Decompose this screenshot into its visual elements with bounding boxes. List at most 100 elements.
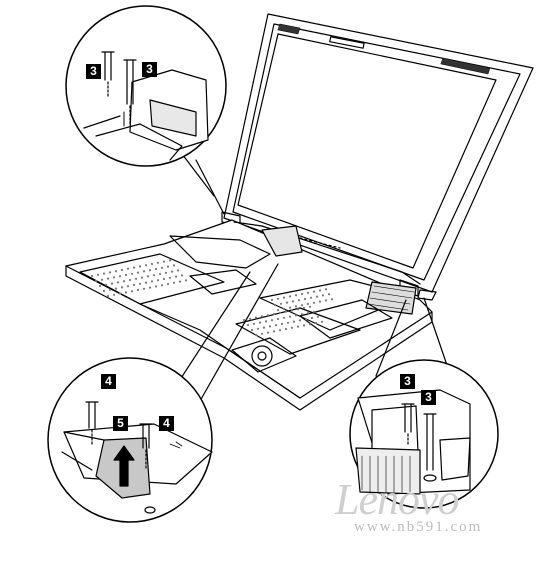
- grille-dot: [106, 277, 110, 280]
- grille-dot: [294, 305, 298, 308]
- grille-dot: [152, 274, 156, 277]
- grille-dot: [112, 276, 116, 279]
- grille-dot: [260, 315, 264, 318]
- grille-dot: [298, 319, 302, 322]
- grille-dot: [178, 280, 182, 283]
- grille-dot: [138, 265, 142, 268]
- grille-dot: [132, 283, 136, 287]
- grille-dot: [96, 273, 100, 276]
- grille-dot: [124, 291, 128, 294]
- grille-dot: [142, 270, 146, 273]
- grille-dot: [158, 272, 162, 276]
- grille-dot: [324, 299, 328, 302]
- display-lid: [221, 13, 534, 301]
- grille-dot: [126, 267, 130, 270]
- grille-dot: [276, 308, 280, 312]
- grille-dot: [312, 310, 316, 313]
- grille-dot: [118, 275, 122, 278]
- grille-dot: [156, 261, 160, 264]
- grille-dot: [118, 292, 122, 295]
- grille-dot: [138, 282, 142, 285]
- detail-inset-top-left: [65, 5, 227, 215]
- callout-badge: 3: [400, 374, 415, 389]
- grille-dot: [272, 312, 276, 316]
- grille-dot: [282, 307, 286, 310]
- grille-dot: [314, 321, 318, 325]
- callout-badge: 4: [159, 416, 174, 431]
- grille-dot: [284, 310, 288, 313]
- grille-dot: [250, 328, 254, 332]
- grille-dot: [280, 322, 284, 326]
- callout-badge: 3: [142, 62, 157, 77]
- grille-dot: [154, 267, 158, 271]
- grille-dot: [162, 277, 166, 281]
- grille-dot: [279, 302, 283, 305]
- grille-dot: [116, 281, 120, 284]
- grille-dot: [309, 296, 313, 299]
- grille-dot: [108, 288, 112, 291]
- grille-dot: [303, 297, 307, 301]
- grille-dot: [308, 323, 312, 326]
- grille-dot: [94, 279, 98, 283]
- grille-dot: [114, 270, 118, 273]
- grille-dot: [312, 290, 316, 293]
- grille-dot: [128, 278, 132, 282]
- grille-dot: [290, 309, 294, 312]
- grille-dot: [120, 268, 124, 272]
- grille-dot: [294, 294, 298, 297]
- grille-dot: [273, 303, 277, 307]
- grille-dot: [154, 285, 158, 288]
- grille-dot: [258, 321, 262, 324]
- grille-dot: [106, 294, 110, 298]
- grille-dot: [150, 262, 154, 266]
- detail-inset-bottom-right: [349, 297, 499, 509]
- grille-dot: [98, 284, 102, 288]
- grille-dot: [296, 308, 300, 311]
- grille-dot: [321, 294, 325, 297]
- grille-dot: [246, 323, 250, 327]
- grille-dot: [252, 322, 256, 325]
- grille-dot: [112, 293, 116, 296]
- grille-dot: [276, 317, 280, 321]
- grille-dot: [122, 280, 126, 283]
- watermark-logo: Lenovo: [335, 475, 460, 524]
- grille-dot: [297, 299, 301, 302]
- grille-dot: [278, 329, 282, 332]
- grille-dot: [284, 327, 288, 331]
- grille-dot: [168, 259, 172, 262]
- grille-dot: [282, 316, 286, 319]
- grille-dot: [310, 316, 314, 320]
- grille-dot: [130, 290, 134, 293]
- grille-dot: [254, 316, 258, 319]
- grille-dot: [170, 270, 174, 273]
- grille-dot: [126, 285, 130, 288]
- grille-dot: [132, 266, 136, 269]
- grille-dot: [162, 260, 166, 263]
- grille-dot: [90, 274, 94, 278]
- grille-dot: [104, 283, 108, 286]
- grille-dot: [288, 315, 292, 318]
- grille-dot: [327, 293, 331, 296]
- grille-dot: [108, 271, 112, 274]
- grille-dot: [320, 320, 324, 323]
- grille-dot: [300, 313, 304, 316]
- grille-dot: [136, 271, 140, 274]
- grille-dot: [306, 291, 310, 294]
- grille-dot: [130, 272, 134, 275]
- grille-dot: [174, 275, 178, 278]
- grille-dot: [136, 288, 140, 292]
- grille-dot: [142, 287, 146, 290]
- grille-dot: [168, 276, 172, 279]
- grille-dot: [148, 286, 152, 289]
- grille-dot: [248, 317, 252, 320]
- grille-dot: [264, 320, 268, 323]
- grille-dot: [276, 297, 280, 300]
- grille-dot: [114, 287, 118, 290]
- grille-dot: [318, 300, 322, 303]
- grille-dot: [292, 320, 296, 323]
- watermark-url: www.nb591.com: [354, 519, 483, 535]
- grille-dot: [102, 289, 106, 293]
- grille-dot: [286, 321, 290, 324]
